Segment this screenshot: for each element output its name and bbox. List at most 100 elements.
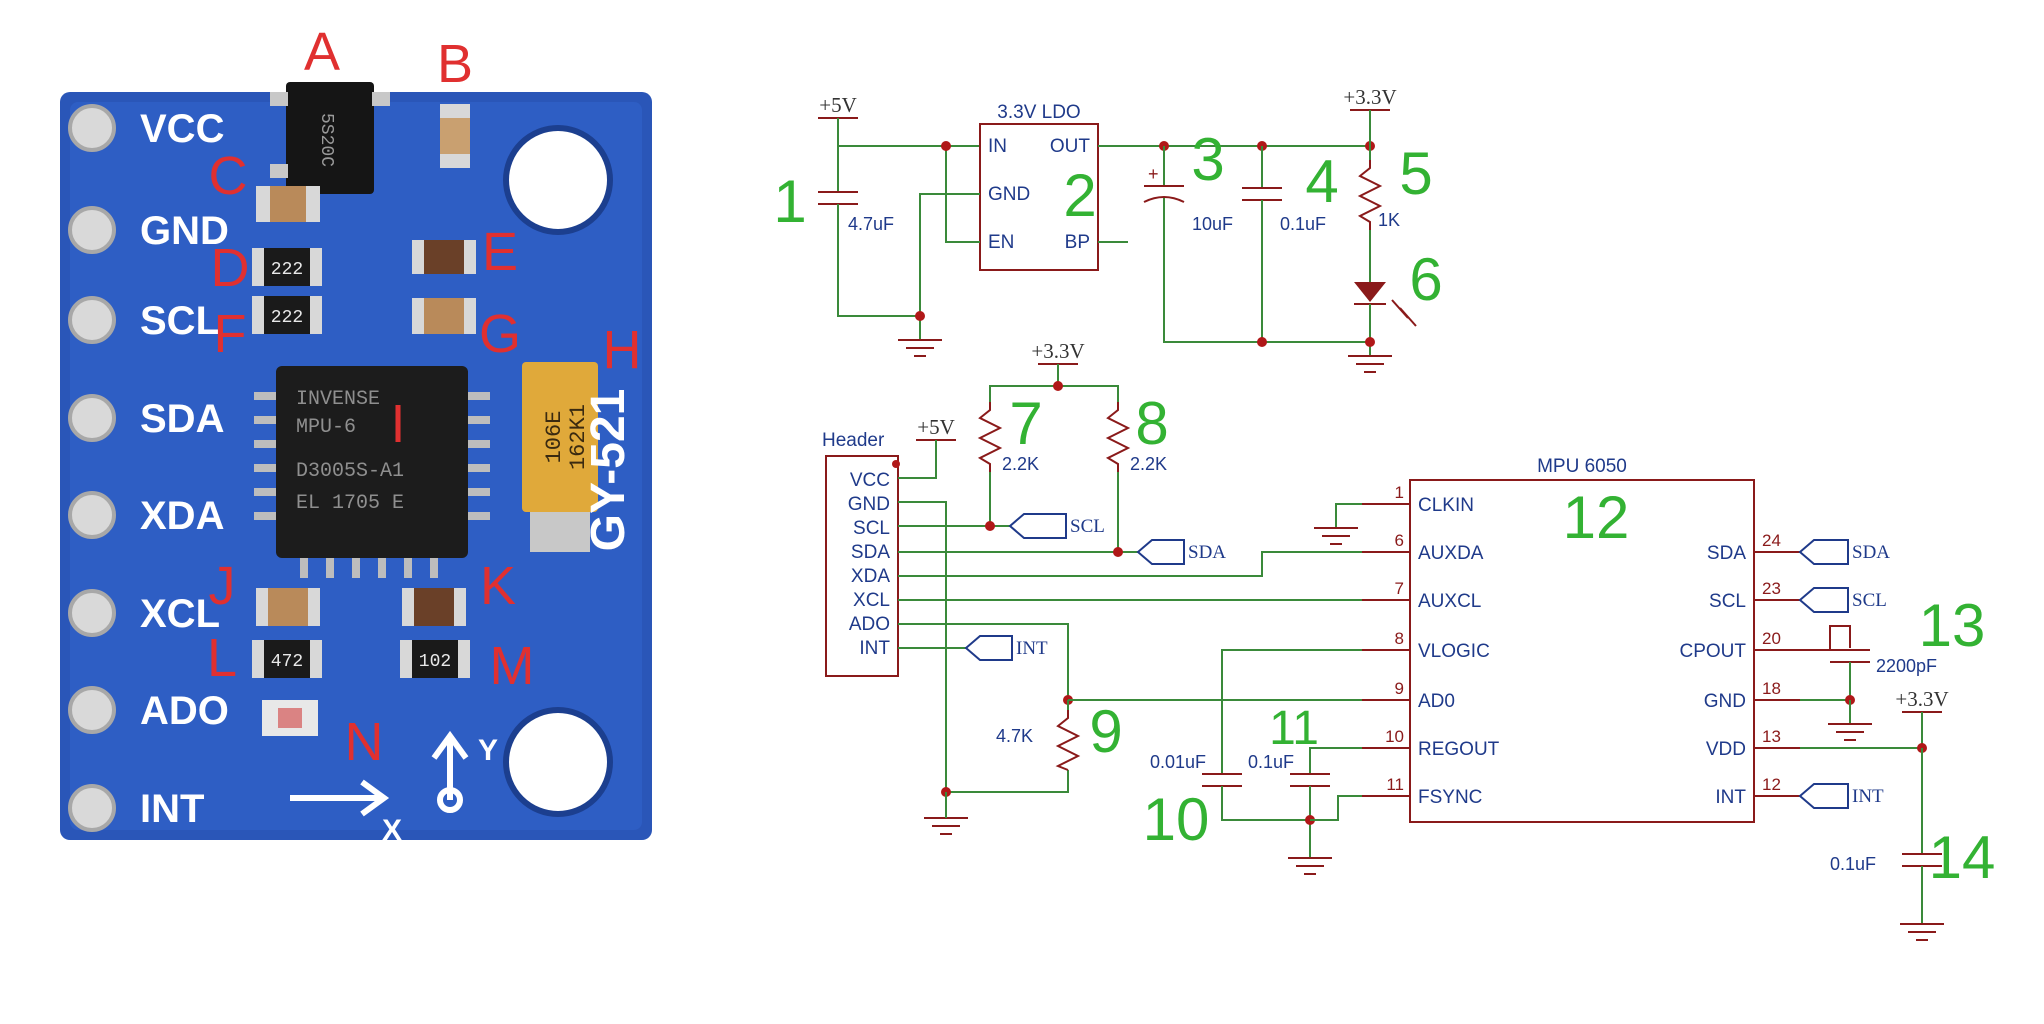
marker-14: 14: [1929, 824, 1996, 891]
callout-n: N: [345, 712, 384, 772]
ldo-title: 3.3V LDO: [997, 102, 1080, 123]
mpu-pin-num-12: 12: [1762, 775, 1781, 794]
net-label-sda-left: SDA: [1188, 542, 1226, 563]
mounting-hole-top: [503, 125, 613, 235]
net-label-scl-left: SCL: [1070, 516, 1105, 537]
resistor-d: 222: [252, 248, 322, 286]
tantalum-marking-1: 106E: [542, 411, 567, 464]
marker-6: 6: [1409, 246, 1442, 313]
header-pin-gnd: GND: [848, 494, 890, 515]
mpu-pin-num-18: 18: [1762, 679, 1781, 698]
rail-5v-label: +5V: [819, 93, 857, 117]
mpu-pin-regout: REGOUT: [1418, 739, 1500, 760]
schematic: +5V 4.7uF 3.3V LDO IN OUT GND EN BP +3.3…: [773, 85, 1996, 941]
ldo-pin-gnd: GND: [988, 184, 1030, 205]
ldo-pin-en: EN: [988, 232, 1014, 253]
ground-symbol-clkin: [1314, 527, 1358, 545]
capacitor-c: [256, 186, 320, 222]
marker-8: 8: [1135, 390, 1168, 457]
resistor-f-code: 222: [271, 308, 303, 328]
callout-g: G: [479, 304, 521, 364]
chip-marking-4: EL 1705 E: [296, 492, 404, 515]
header-pin-sda: SDA: [851, 542, 890, 563]
mpu-pin-num-23: 23: [1762, 579, 1781, 598]
axis-silk: [290, 730, 469, 817]
resistor-l: 472: [252, 640, 322, 678]
ldo-pin-bp: BP: [1065, 232, 1090, 253]
c1-value: 4.7uF: [848, 214, 894, 234]
net-flag-scl-right: [1798, 587, 1849, 613]
mpu-pin-num-6: 6: [1395, 531, 1404, 550]
svg-text:+: +: [1148, 164, 1159, 184]
c4-value: 0.1uF: [1280, 214, 1326, 234]
mpu-pin-num-10: 10: [1385, 727, 1404, 746]
callout-f: F: [214, 304, 247, 364]
marker-9: 9: [1089, 698, 1122, 765]
ldo-pin-in: IN: [988, 136, 1007, 157]
mpu-pin-sda: SDA: [1707, 543, 1746, 564]
ground-symbol-fsync: [1288, 857, 1332, 875]
callout-c: C: [209, 146, 248, 206]
callout-e: E: [482, 222, 518, 282]
resistor-m: 102: [400, 640, 470, 678]
capacitor-e: [412, 240, 476, 274]
capacitor-j: [256, 588, 320, 626]
net-flag-scl-left: [1008, 513, 1067, 539]
r7-resistor: [977, 402, 1003, 472]
header-pin-int: INT: [859, 638, 890, 659]
r9-value: 4.7K: [996, 726, 1033, 746]
mpu-pin-num-24: 24: [1762, 531, 1781, 550]
mpu-left-pins: [1362, 503, 1410, 797]
callout-a: A: [304, 22, 340, 82]
mpu-title: MPU 6050: [1537, 456, 1627, 477]
pin-header-pads: [68, 104, 116, 832]
marker-7: 7: [1009, 390, 1042, 457]
tantalum-marking-2: 162K1: [566, 404, 591, 470]
header-box: [825, 455, 899, 677]
resistor-m-code: 102: [419, 652, 451, 672]
net-label-sda-right: SDA: [1852, 542, 1890, 563]
resistor-l-code: 472: [271, 652, 303, 672]
mpu-pin-num-1: 1: [1395, 483, 1404, 502]
mpu-pin-gnd: GND: [1704, 691, 1746, 712]
led-n: [262, 700, 318, 736]
marker-13: 13: [1919, 592, 1986, 659]
axis-x-label: X: [382, 814, 402, 847]
callout-k: K: [480, 556, 516, 616]
marker-2: 2: [1063, 162, 1096, 229]
ldo-pin-out: OUT: [1050, 136, 1091, 157]
chip-marking-3: D3005S-A1: [296, 460, 404, 483]
r5-resistor: [1357, 160, 1383, 230]
mpu-pin-auxda: AUXDA: [1418, 543, 1484, 564]
r8-resistor: [1105, 402, 1131, 472]
callout-i: I: [390, 394, 405, 454]
ground-symbol-c14: [1900, 923, 1944, 941]
ground-symbol-header: [924, 817, 968, 835]
mpu-pin-auxcl: AUXCL: [1418, 591, 1481, 612]
marker-12: 12: [1563, 484, 1630, 551]
wire-ldo-gnd: [919, 193, 980, 340]
net-label-int-left: INT: [1016, 638, 1048, 659]
mpu-pin-clkin: CLKIN: [1418, 495, 1474, 516]
net-flag-sda-left: [1136, 539, 1185, 565]
r7-value: 2.2K: [1002, 454, 1039, 474]
header-pin-vcc: VCC: [850, 470, 890, 491]
callout-m: M: [490, 636, 535, 696]
marker-3: 3: [1191, 126, 1224, 193]
wire-en: [945, 146, 980, 243]
silk-pin-gnd: GND: [140, 209, 229, 253]
mpu-pin-int: INT: [1715, 787, 1746, 808]
c10-value: 0.01uF: [1150, 752, 1206, 772]
silk-pin-xda: XDA: [140, 494, 224, 538]
net-label-int-right: INT: [1852, 786, 1884, 807]
mpu-pin-num-20: 20: [1762, 629, 1781, 648]
callout-h: H: [603, 320, 642, 380]
ground-symbol-mpu-gnd: [1828, 723, 1872, 741]
marker-11: 11: [1269, 702, 1319, 755]
marker-1: 1: [773, 168, 806, 235]
callout-b: B: [437, 34, 473, 94]
wire-5v-in: [837, 118, 980, 147]
silk-pin-vcc: VCC: [140, 107, 224, 151]
axis-y-label: Y: [478, 734, 498, 767]
regulator-component: 5S20C: [270, 82, 390, 194]
